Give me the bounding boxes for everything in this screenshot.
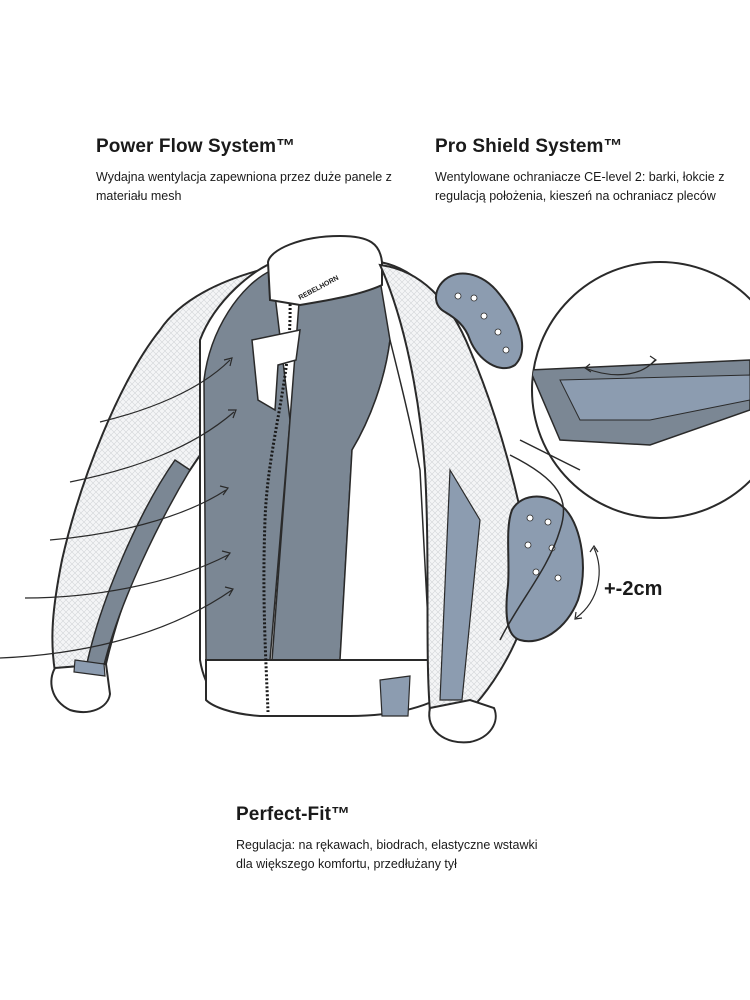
shoulder-armor-icon: [435, 272, 524, 370]
power-flow-description: Wydajna wentylacja zapewniona przez duże…: [96, 170, 392, 203]
front-zipper: [262, 299, 292, 713]
pro-shield-feature: Pro Shield System™ Wentylowane ochraniac…: [435, 136, 735, 206]
right-cuff: [428, 698, 497, 744]
brand-logo-icon: [251, 329, 301, 412]
perfect-fit-feature: Perfect-Fit™ Regulacja: na rękawach, bio…: [236, 804, 556, 874]
airflow-arrow-icon: [0, 357, 237, 659]
elbow-armor-icon: [505, 495, 584, 643]
perfect-fit-description: Regulacja: na rękawach, biodrach, elasty…: [236, 838, 538, 871]
adjustment-label: +-2cm: [604, 578, 663, 600]
armor-pocket-detail: [531, 261, 750, 519]
left-cuff: [50, 662, 112, 713]
jacket-collar: [266, 234, 383, 307]
power-flow-feature: Power Flow System™ Wydajna wentylacja za…: [96, 136, 396, 206]
perfect-fit-title: Perfect-Fit™: [236, 804, 351, 825]
waist-band: [205, 659, 438, 717]
power-flow-title: Power Flow System™: [96, 136, 296, 157]
pro-shield-title: Pro Shield System™: [435, 136, 623, 157]
pro-shield-description: Wentylowane ochraniacze CE-level 2: bark…: [435, 170, 725, 203]
elbow-adjust-arrow-icon: [574, 544, 600, 620]
